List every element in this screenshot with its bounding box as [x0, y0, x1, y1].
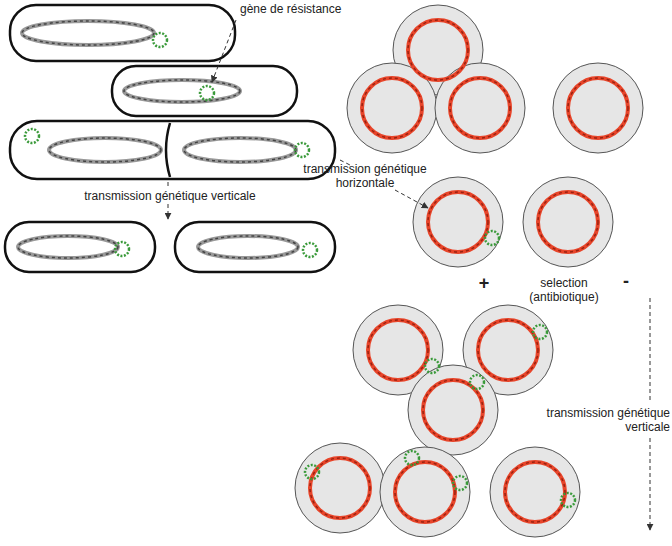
- division-line: [166, 123, 170, 177]
- rod-bacteria: [5, 5, 335, 272]
- annotation-label: gène de résistance: [240, 2, 370, 16]
- round-bacteria: [295, 5, 643, 537]
- leader-arrows: [168, 20, 650, 530]
- annotation-label: transmission génétique verticale: [60, 189, 280, 203]
- plasmids: [25, 33, 575, 507]
- annotation-label: transmission génétique verticale: [530, 406, 670, 434]
- annotation-label: -: [618, 272, 634, 290]
- annotation-label: transmission génétique horizontale: [300, 162, 430, 190]
- round-chromosomes: [310, 20, 628, 522]
- annotation-label: +: [476, 274, 492, 292]
- annotation-label: selection (antibiotique): [514, 276, 614, 304]
- rod-chromosomes: [18, 21, 298, 258]
